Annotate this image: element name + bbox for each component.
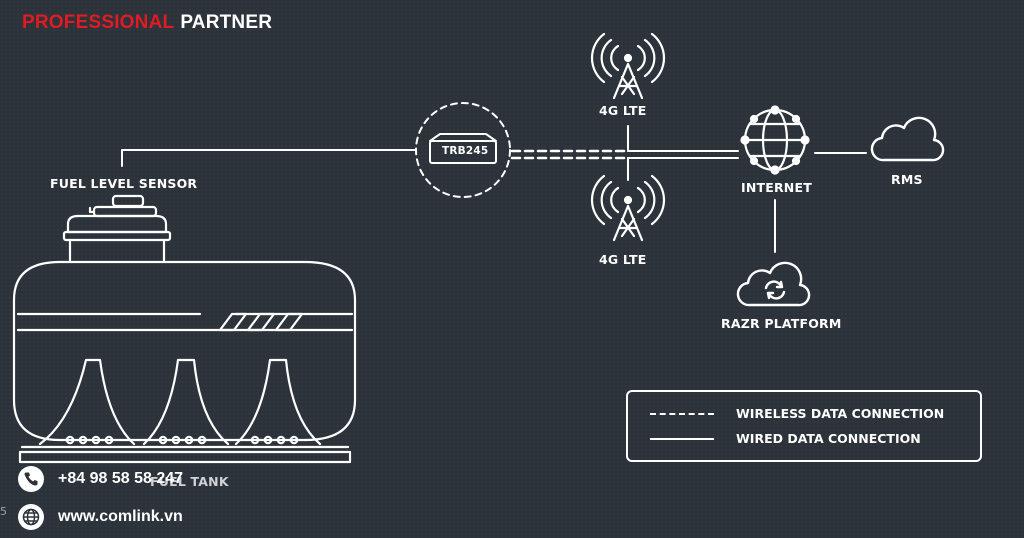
label-4g-lte-bottom: 4G LTE xyxy=(599,252,647,267)
cell-tower-icon xyxy=(590,174,666,242)
label-4g-lte-top: 4G LTE xyxy=(599,103,647,118)
label-fuel-level-sensor: FUEL LEVEL SENSOR xyxy=(50,176,198,191)
legend: WIRELESS DATA CONNECTION WIRED DATA CONN… xyxy=(626,390,982,462)
globe-icon xyxy=(740,105,810,175)
contact-website[interactable]: www.comlink.vn xyxy=(18,504,183,530)
cell-tower-icon xyxy=(590,32,666,100)
contact-phone[interactable]: +84 98 58 58 247 xyxy=(18,466,183,492)
legend-wireless-swatch xyxy=(650,412,714,415)
brand-part-2: PARTNER xyxy=(180,12,273,33)
cloud-icon xyxy=(870,116,945,162)
brand-part-1: PROFESSIONAL xyxy=(22,12,175,33)
legend-wireless-label: WIRELESS DATA CONNECTION xyxy=(736,406,945,421)
sync-cloud-icon xyxy=(736,261,811,307)
page-edge-mark: 5 xyxy=(0,505,7,518)
wired-link-sensor-router xyxy=(121,149,416,167)
label-rms: RMS xyxy=(891,172,923,187)
legend-wired: WIRED DATA CONNECTION xyxy=(650,431,921,446)
label-razr-platform: RAZR PLATFORM xyxy=(721,316,842,331)
globe-contact-icon xyxy=(18,504,44,530)
label-router: TRB245 xyxy=(442,145,489,157)
legend-wireless: WIRELESS DATA CONNECTION xyxy=(650,406,944,421)
router-halo xyxy=(415,102,511,198)
label-fuel-tank: FUEL TANK xyxy=(150,474,229,489)
phone-icon xyxy=(18,466,44,492)
legend-wired-label: WIRED DATA CONNECTION xyxy=(736,431,921,446)
contact-website-text: www.comlink.vn xyxy=(58,508,183,525)
router-icon xyxy=(429,133,497,164)
label-internet: INTERNET xyxy=(741,180,812,195)
fuel-tank-icon xyxy=(12,194,357,464)
legend-wired-swatch xyxy=(650,437,714,440)
contact-phone-text: +84 98 58 58 247 xyxy=(58,470,184,487)
